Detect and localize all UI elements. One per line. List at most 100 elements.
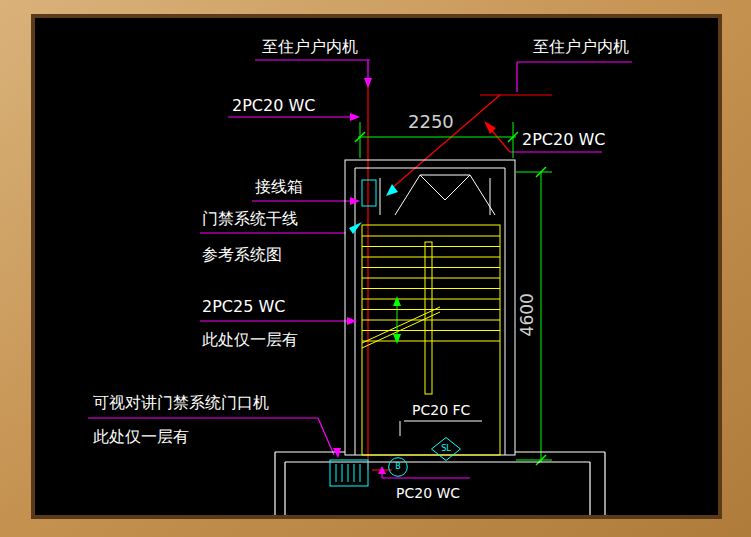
arrowhead — [350, 197, 360, 205]
stair-tread — [362, 299, 500, 300]
stair-tread — [362, 288, 500, 289]
symbol-code: B — [388, 457, 408, 471]
arrowhead — [349, 222, 362, 234]
part-name: 接线箱 — [255, 178, 303, 196]
dimension-extension — [360, 122, 361, 158]
stair-tread — [362, 236, 500, 237]
leader-line — [318, 418, 334, 455]
note-text: 此处仅一层有 — [202, 331, 298, 349]
leader-line — [404, 421, 482, 422]
dimension-tick — [536, 167, 546, 177]
leader-line — [517, 61, 632, 62]
leader-line — [510, 151, 602, 152]
stair-tread — [362, 278, 500, 279]
note-text: 此处仅一层有 — [93, 428, 189, 446]
landing — [470, 175, 495, 215]
stair-tread — [362, 320, 500, 321]
wall — [285, 461, 590, 462]
leader-line — [252, 200, 352, 201]
diamond-outline — [432, 438, 461, 461]
conduit-label: PC20 WC — [396, 485, 460, 501]
note-text: 至住户户内机 — [533, 38, 629, 56]
dimension-tick — [355, 132, 365, 142]
wire — [392, 95, 500, 188]
door-station-grille — [354, 464, 355, 482]
frame-inner-edge — [31, 14, 722, 519]
wall — [604, 452, 605, 515]
conduit-label: 2PC20 WC — [232, 97, 315, 115]
arrowhead — [378, 466, 386, 474]
dimension-line — [358, 137, 516, 138]
circle-outline — [389, 458, 408, 477]
arrowhead — [393, 296, 401, 306]
leader-line — [228, 116, 352, 117]
arrowhead — [393, 334, 401, 344]
dimension-extension — [516, 172, 552, 173]
dimension-line — [541, 172, 542, 462]
leader-line — [367, 60, 368, 80]
stair-tread — [362, 330, 500, 331]
leader-line — [200, 320, 350, 321]
wire — [480, 94, 552, 95]
leader-line — [400, 421, 401, 436]
landing — [380, 178, 381, 215]
arrowhead — [386, 184, 398, 196]
stair-tread — [362, 246, 500, 247]
conduit-label: 2PC25 WC — [202, 298, 285, 316]
stair-tread — [362, 341, 500, 342]
dimension-text: 4600 — [518, 293, 538, 336]
dimension-extension — [516, 460, 552, 461]
stair-outline — [345, 160, 515, 455]
wall — [275, 451, 345, 452]
stair-tread — [362, 309, 500, 310]
arrowhead — [484, 121, 496, 134]
stair-yellow-frame — [362, 225, 500, 455]
landing — [420, 175, 445, 200]
wall — [505, 168, 506, 455]
light-symbol: SL — [431, 437, 461, 461]
wall — [284, 462, 285, 515]
note-text: 门禁系统干线 — [202, 210, 298, 228]
landing — [395, 175, 420, 215]
landing — [420, 175, 470, 176]
stair-tread — [362, 257, 500, 258]
landing — [445, 175, 470, 200]
dimension-tick — [508, 132, 518, 142]
wall — [515, 451, 605, 452]
part-name: 可视对讲门禁系统门口机 — [93, 394, 269, 412]
bell-symbol: B — [388, 457, 408, 477]
wall — [355, 168, 505, 169]
drawing-ground — [35, 18, 718, 515]
leader-line — [382, 477, 470, 478]
wall — [274, 452, 275, 515]
wire — [367, 84, 368, 470]
dimension-tick — [536, 455, 546, 465]
arrowhead — [350, 113, 360, 121]
junction-box — [362, 180, 376, 206]
symbol-code: SL — [431, 437, 461, 453]
leader-line — [88, 417, 318, 418]
door-station — [330, 460, 368, 486]
leader-line — [255, 59, 370, 60]
break-line — [362, 307, 440, 343]
wall — [355, 168, 356, 455]
conduit-label: 2PC20 WC — [522, 131, 605, 149]
door-station-grille — [342, 464, 343, 482]
stair-center-wall — [425, 242, 432, 394]
door-station-grille — [336, 464, 337, 482]
arrowhead — [333, 448, 341, 458]
leader-line — [200, 232, 346, 233]
door-station-grille — [360, 464, 361, 482]
landing — [490, 178, 491, 215]
dimension-text: 2250 — [408, 112, 454, 133]
note-text: 参考系统图 — [202, 246, 282, 264]
note-text: 至住户户内机 — [262, 38, 358, 56]
leader-line — [516, 62, 517, 92]
door-station-grille — [348, 464, 349, 482]
wall — [589, 462, 590, 515]
arrowhead — [364, 78, 372, 88]
arrowhead — [347, 317, 357, 325]
conduit-label: PC20 FC — [412, 402, 470, 418]
